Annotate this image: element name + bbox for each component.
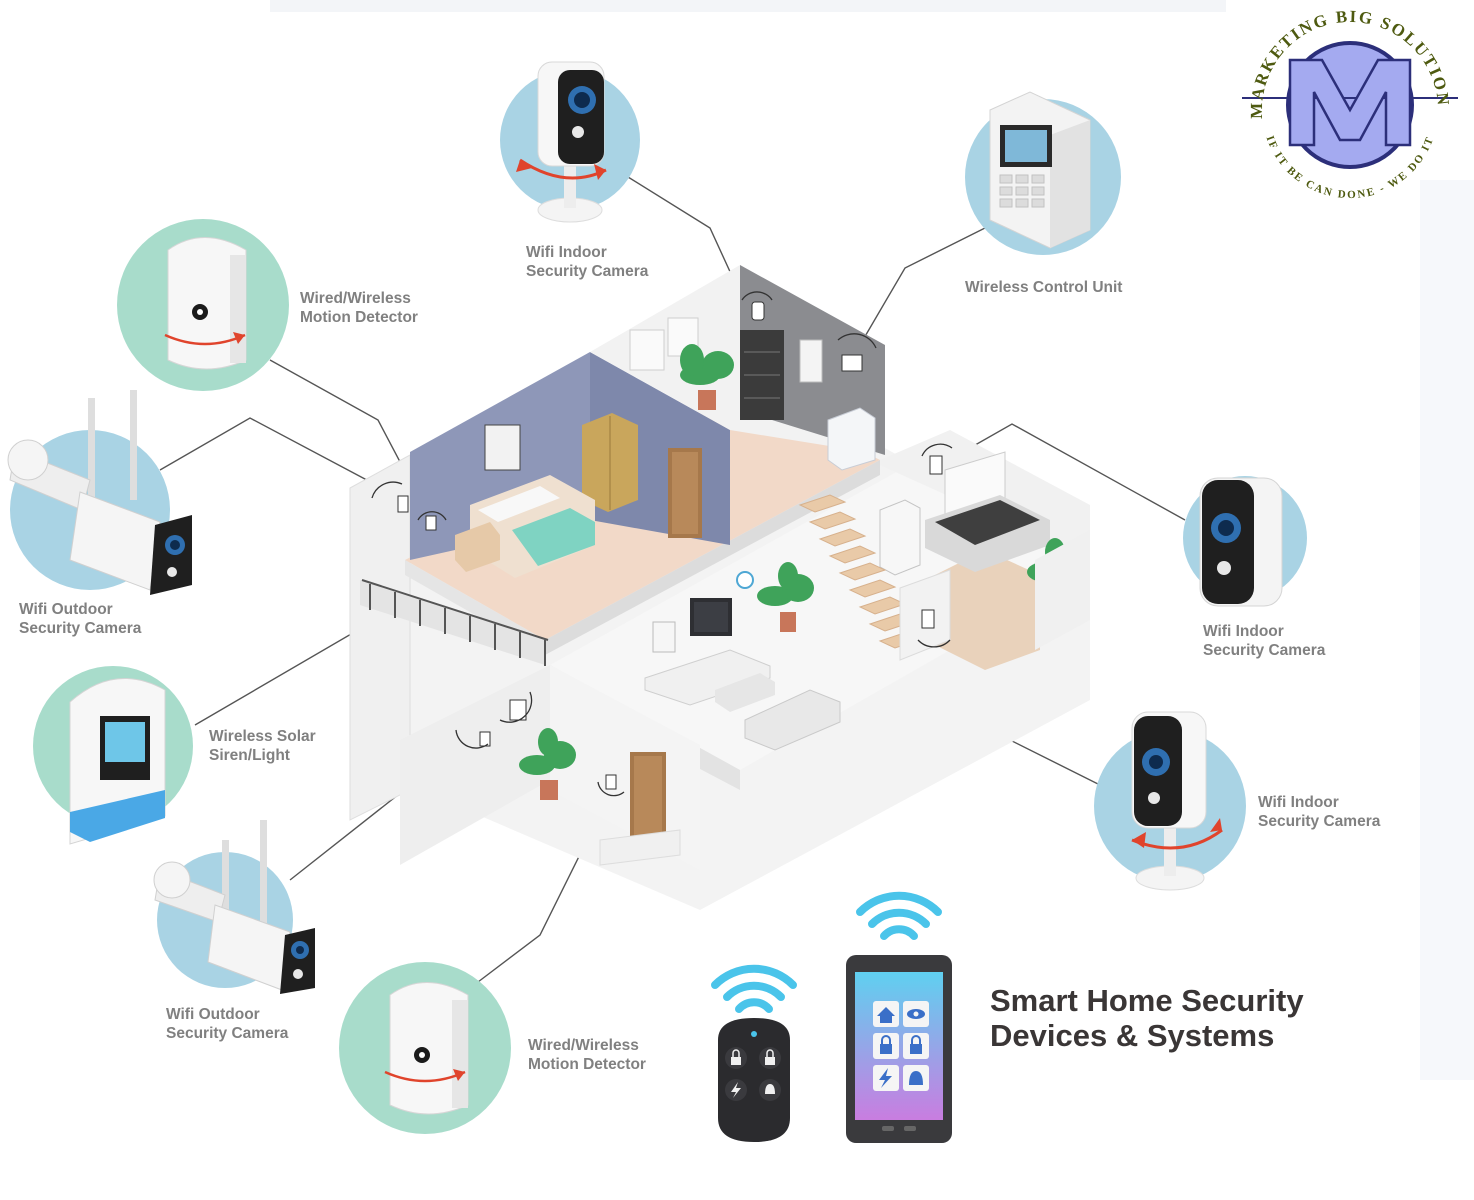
- svg-text:MARKETING BIG SOLUTIONS: MARKETING BIG SOLUTIONS: [0, 0, 1453, 119]
- fob-wifi-icon: [711, 964, 797, 1013]
- key-fob-remote: [711, 964, 797, 1142]
- device-wireless-control-unit: [965, 91, 1121, 255]
- device-motion-detector-bottom: [339, 962, 511, 1134]
- right-background-band: [1420, 180, 1474, 1080]
- device-wifi-outdoor-camera-bottom: [153, 820, 315, 994]
- house-cutaway: [349, 265, 1090, 910]
- smartphone: [846, 891, 952, 1143]
- device-wireless-solar-siren: [33, 666, 193, 845]
- title-line-1: Smart Home Security: [990, 983, 1304, 1018]
- installed-devices: [371, 291, 953, 797]
- device-wifi-indoor-camera-bottom-right: [1094, 711, 1246, 891]
- title-line-2: Devices & Systems: [990, 1018, 1275, 1053]
- device-wifi-outdoor-camera-left: [7, 390, 192, 595]
- device-motion-detector-top: [117, 219, 289, 391]
- device-wifi-indoor-camera-right: [1183, 476, 1307, 607]
- device-wifi-indoor-camera-top: [500, 61, 640, 223]
- logo-top-text: MARKETING BIG SOLUTIONS: [0, 0, 1451, 119]
- connector-control-unit: [859, 227, 986, 346]
- label-wireless-control-unit: Wireless Control Unit: [965, 279, 1123, 296]
- phone-wifi-icon: [856, 891, 942, 940]
- marketing-big-solutions-logo: MARKETING BIG SOLUTIONS IF IT BE CAN DON…: [0, 0, 1458, 201]
- connector-outdoor-left: [159, 417, 396, 496]
- top-banner-strip: [270, 0, 1226, 12]
